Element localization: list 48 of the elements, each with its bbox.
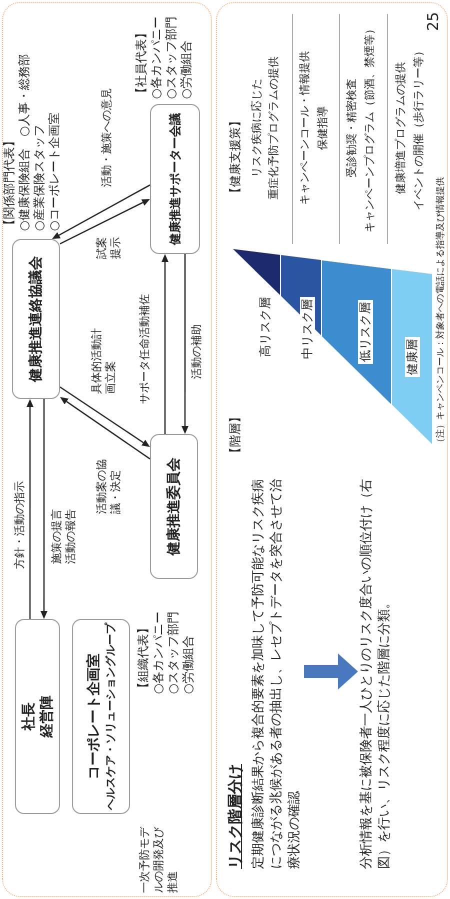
measure-text: 保健指導 [316,105,330,152]
measure-text: リスク疾病に応じた [250,78,264,180]
list-item: ○コーポレート企画室 [47,112,62,231]
section-heading: リスク階層分け [226,764,244,869]
organization-box: 健康推進連絡協議会 [12,239,60,399]
arrow [60,198,150,244]
organization-box: コーポレート企画室 ヘルスケア・ソリューショングループ [72,619,130,814]
organization-box: 健康推進サポーター会議 [150,104,200,254]
layer-label: 低リスク層 [358,300,373,364]
measure-text: キャンペーンコール・情報提供 [298,50,312,207]
measure-text: 重症化予防プログラムの提供 [267,56,281,202]
layer-label: 高リスク層 [258,295,273,359]
arrow [40,399,48,619]
page-number: 25 [424,12,442,31]
list-item: ○スタッフ部門 [166,610,181,694]
arrow [26,399,34,619]
footnote: （注）キャンペンコール：対象者への電話による指導及び情報提供 [435,177,447,447]
list-item: ○人事・総務部 [17,54,32,137]
measure-text: イベントの開催（歩行ラリー等） [412,44,426,212]
layer-label: 健康層 [405,337,420,377]
paragraph: 分析情報を基に被保険者一人ひとりのリスク度合いの順位付け（右図）を行い、リスク程度に応じた階層に分類。 [358,478,393,869]
list-heading: 【組織代表】 [136,621,151,694]
measure-text: 健康増進プログラムの提供 [394,61,408,196]
organization-box: 社長 経営陣 [15,619,60,814]
list-heading: 【関係部門代表】 [2,134,17,231]
measure-text: 受診勧奨・精密検査 [345,78,359,180]
arrow [60,397,150,460]
list-item: ○労働組合 [179,40,194,99]
layer-label: 中リスク層 [300,297,315,361]
list-item: ○労働組合 [181,634,196,694]
list-item: ○スタッフ部門 [164,16,179,99]
edge-label: 試案提示 [95,235,123,259]
arrow [52,184,150,239]
section-heading: 【健康支援策】 [228,115,243,199]
list-heading: 【社員代表】 [134,26,149,99]
list-item: ○産業保険スタッフ [32,124,47,231]
note-text: 一次予防モデルの開発及び推進 [138,826,180,893]
paragraph: 定期健康診断結果から複合的要素を加味して予防可能なリスク疾病につながる兆候がある者の抽出し、レセプトデータを突合させて治療状況の確認 [250,478,303,869]
list-item: ○健康保険組合 [17,148,32,231]
arrow [162,254,168,434]
measure-text: キャンペーンプログラム（節酒、禁煙等） [363,22,377,234]
arrow [182,254,188,434]
list-item: ○各カンパニー [149,16,164,99]
organization-box: 健康推進委員会 [150,434,198,579]
arrow [60,386,150,448]
list-item: ○各カンパニー [151,610,166,694]
section-heading: 【階層】 [228,411,243,459]
block-arrow [304,654,358,690]
